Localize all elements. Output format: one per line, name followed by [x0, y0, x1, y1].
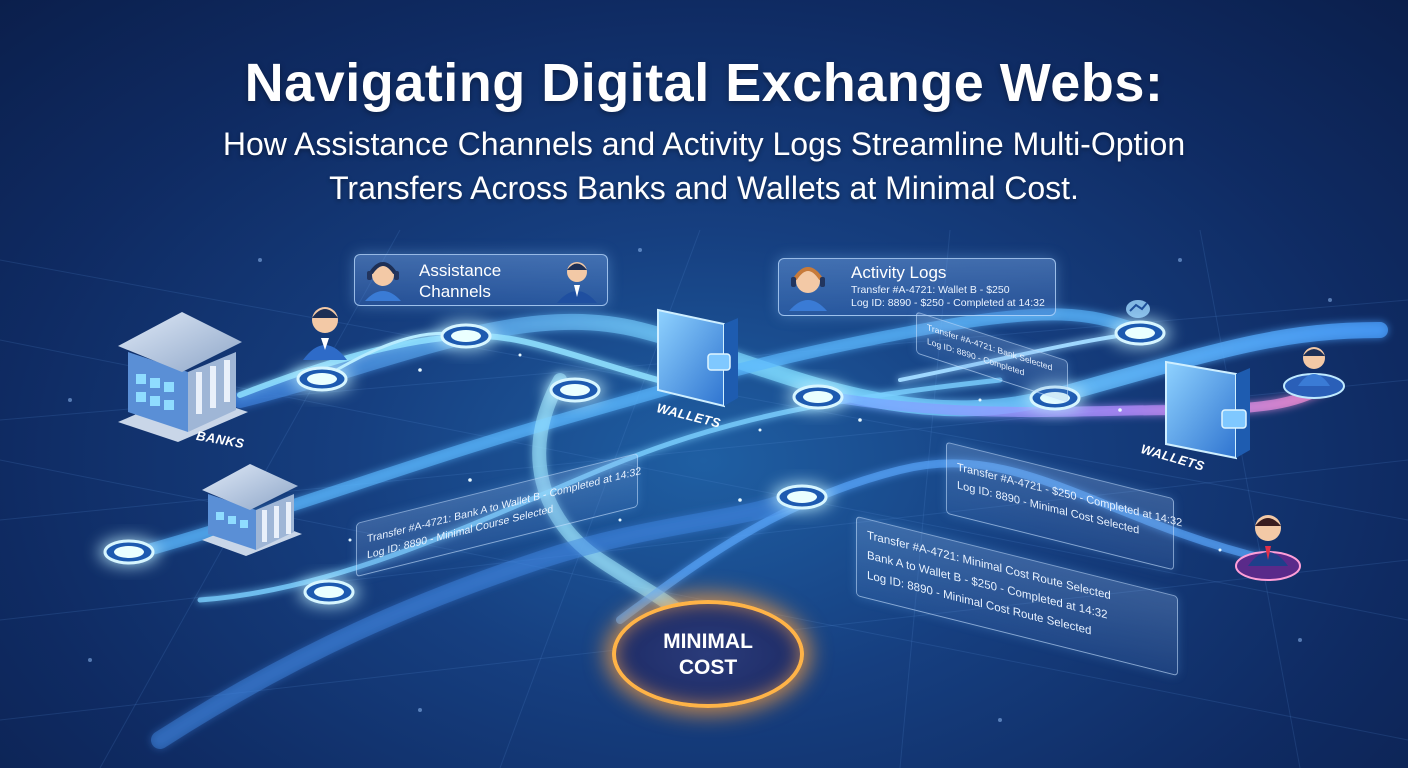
- activity-log-line-1: Transfer #A-4721: Wallet B - $250: [851, 284, 1010, 296]
- minimal-cost-badge: MINIMAL COST: [612, 600, 804, 708]
- user-avatar-icon-bottom-right: [1235, 515, 1301, 581]
- user-avatar-icon-right: [1283, 347, 1345, 399]
- node-6: [1110, 319, 1170, 347]
- subtitle: How Assistance Channels and Activity Log…: [0, 122, 1408, 210]
- node-4: [788, 383, 848, 411]
- minimal-cost-line-1: MINIMAL: [663, 630, 753, 653]
- assistance-title-line-1: Assistance: [419, 261, 502, 280]
- support-agent-icon: [365, 262, 401, 301]
- wallet-icon-right: [1165, 360, 1250, 460]
- node-7: [772, 483, 832, 511]
- bank-building-icon: [118, 312, 248, 442]
- bank-building-icon-2: [202, 464, 302, 556]
- node-5: [1025, 384, 1085, 412]
- activity-logs-heading: Activity Logs: [851, 263, 947, 282]
- network-nodes: [99, 319, 1170, 606]
- subtitle-line-2: Transfers Across Banks and Wallets at Mi…: [329, 170, 1079, 206]
- assistance-title-line-2: Channels: [419, 282, 491, 301]
- wallet-icon: [657, 308, 738, 408]
- user-avatar-icon: [303, 307, 347, 360]
- activity-logs-callout: Activity Logs Transfer #A-4721: Wallet B…: [778, 258, 1056, 316]
- cloud-icon: [1126, 300, 1150, 318]
- minimal-cost-line-2: COST: [678, 656, 738, 679]
- node-2: [292, 365, 352, 393]
- stream-cost-right: [616, 459, 1274, 624]
- main-title: Navigating Digital Exchange Webs:: [244, 53, 1164, 113]
- stream-purple: [815, 380, 1335, 417]
- node-3: [545, 376, 605, 404]
- node-1: [436, 322, 496, 350]
- user-avatar-icon: [557, 262, 597, 303]
- assistance-channels-callout: Assistance Channels: [354, 254, 608, 306]
- support-agent-icon: [789, 267, 827, 311]
- node-9: [299, 578, 359, 606]
- activity-log-line-2: Log ID: 8890 - $250 - Completed at 14:32: [851, 297, 1045, 309]
- stream-bottom: [151, 486, 809, 749]
- subtitle-line-1: How Assistance Channels and Activity Log…: [222, 126, 1186, 162]
- node-8: [99, 538, 159, 566]
- grid-dots: [68, 248, 1332, 722]
